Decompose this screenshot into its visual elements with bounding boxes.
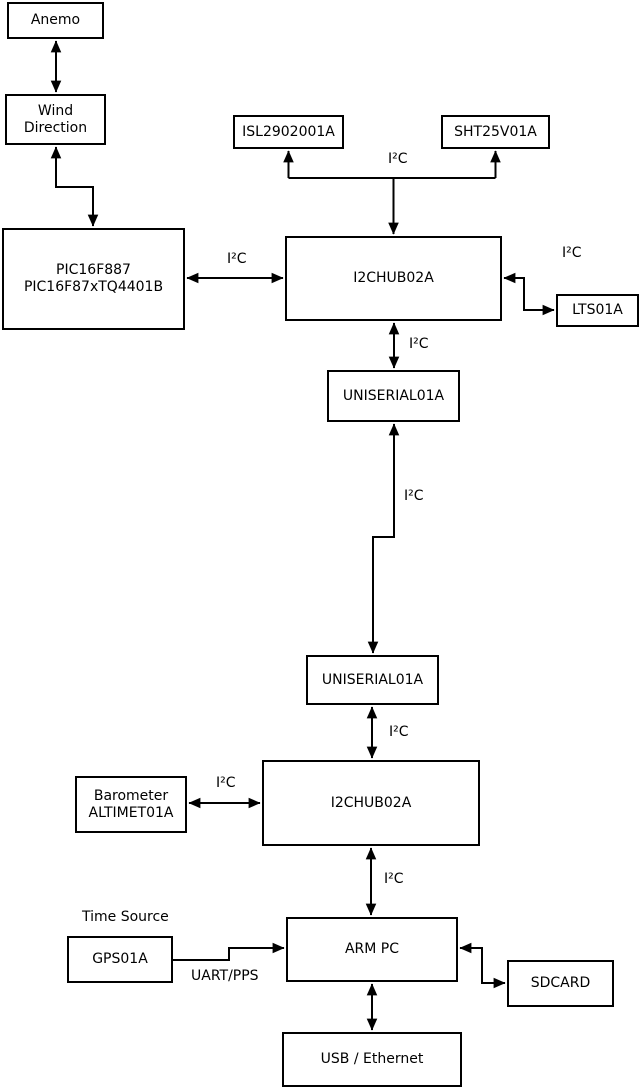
node-barometer-label-line1: Barometer	[93, 787, 169, 804]
node-anemo-label: Anemo	[30, 12, 81, 28]
edge-armpc-sdcard	[459, 942, 506, 989]
node-sdcard: SDCARD	[507, 960, 614, 1007]
label-i2c-pic-hub: I²C	[227, 251, 247, 267]
label-i2c-hub-uniserial: I²C	[409, 336, 429, 352]
node-usb-ethernet: USB / Ethernet	[282, 1032, 462, 1087]
node-uniserial01a-2-label: UNISERIAL01A	[321, 671, 424, 688]
label-i2c-hub-lts: I²C	[562, 245, 582, 261]
node-wind-direction-label-line1: Wind	[37, 102, 74, 119]
node-i2chub02a-2-label: I2CHUB02A	[330, 794, 412, 811]
node-i2chub02a-1-label: I2CHUB02A	[353, 270, 434, 286]
node-anemo: Anemo	[7, 2, 104, 39]
label-uart-pps: UART/PPS	[191, 968, 259, 984]
edge-uniserial1-uniserial2	[367, 423, 400, 654]
node-lts01a-label: LTS01A	[572, 302, 623, 318]
node-pic16f887-label-line1: PIC16F887	[56, 262, 131, 278]
node-barometer-altimet01a: Barometer ALTIMET01A	[75, 776, 187, 833]
node-gps01a-label: GPS01A	[92, 951, 148, 967]
node-barometer-label-line2: ALTIMET01A	[88, 804, 174, 821]
node-wind-direction: Wind Direction	[5, 94, 106, 145]
node-pic16f887: PIC16F887 PIC16F87xTQ4401B	[2, 228, 185, 330]
edge-gps-armpc	[173, 942, 285, 961]
label-time-source: Time Source	[82, 909, 169, 925]
edge-hub1-lts	[503, 272, 555, 316]
edge-wind-pic	[50, 146, 99, 227]
label-i2c-sensor-branch: I²C	[388, 151, 408, 167]
label-i2c-hub2-armpc: I²C	[384, 871, 404, 887]
label-i2c-uniserial-link: I²C	[404, 488, 424, 504]
node-arm-pc: ARM PC	[286, 917, 458, 982]
label-i2c-uniserial-hub2: I²C	[389, 724, 409, 740]
label-i2c-barometer-hub2: I²C	[216, 775, 236, 791]
node-usb-ethernet-label: USB / Ethernet	[320, 1051, 424, 1067]
node-isl2902001a: ISL2902001A	[233, 115, 344, 149]
node-uniserial01a-1: UNISERIAL01A	[327, 370, 460, 422]
node-gps01a: GPS01A	[67, 936, 173, 983]
node-wind-direction-label-line2: Direction	[23, 119, 88, 136]
node-isl2902001a-label: ISL2902001A	[242, 123, 335, 140]
node-i2chub02a-2: I2CHUB02A	[262, 760, 480, 846]
node-lts01a: LTS01A	[556, 294, 639, 327]
node-sht25v01a: SHT25V01A	[441, 115, 550, 149]
node-sht25v01a-label: SHT25V01A	[454, 123, 537, 140]
node-sdcard-label: SDCARD	[530, 975, 591, 991]
node-i2chub02a-1: I2CHUB02A	[285, 236, 502, 321]
node-arm-pc-label: ARM PC	[344, 941, 400, 957]
node-pic16f887-label-line2: PIC16F87xTQ4401B	[23, 279, 164, 295]
node-uniserial01a-1-label: UNISERIAL01A	[342, 387, 445, 404]
node-uniserial01a-2: UNISERIAL01A	[306, 655, 439, 705]
